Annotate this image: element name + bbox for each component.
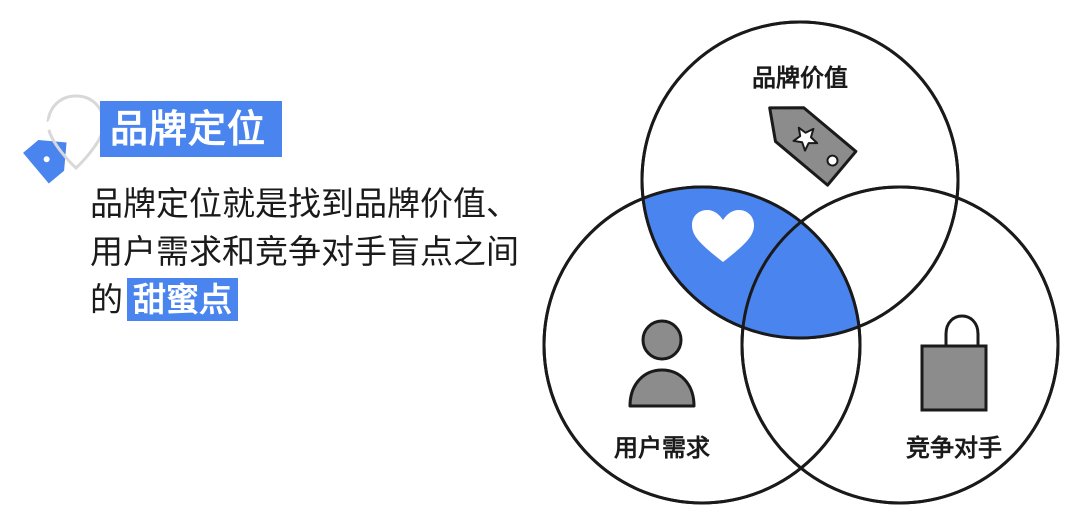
sweet-spot-highlight: 甜蜜点 [127, 278, 238, 321]
sweet-spot-region [642, 187, 860, 338]
label-competitors: 竞争对手 [906, 434, 1002, 462]
label-user-needs: 用户需求 [614, 434, 710, 462]
description-line-2: 用户需求和竞争对手盲点之间 [90, 232, 519, 271]
description-line-3: 的甜蜜点 [90, 276, 530, 324]
shopping-bag-icon [920, 314, 988, 412]
venn-diagram: 品牌价值 用户需求 竞争对手 [540, 0, 1080, 518]
heart-icon [692, 210, 754, 262]
user-icon [628, 319, 696, 408]
description-line-1: 品牌定位就是找到品牌价值、 [90, 184, 519, 223]
description-line-3-prefix: 的 [90, 280, 123, 319]
label-brand-value: 品牌价值 [752, 64, 848, 92]
venn-canvas [542, 20, 1060, 505]
description: 品牌定位就是找到品牌价值、 用户需求和竞争对手盲点之间 的甜蜜点 [90, 180, 530, 324]
brand-tag-pin-icon [23, 94, 106, 184]
page-title: 品牌定位 [100, 101, 283, 157]
price-tag-star-icon [768, 106, 858, 187]
